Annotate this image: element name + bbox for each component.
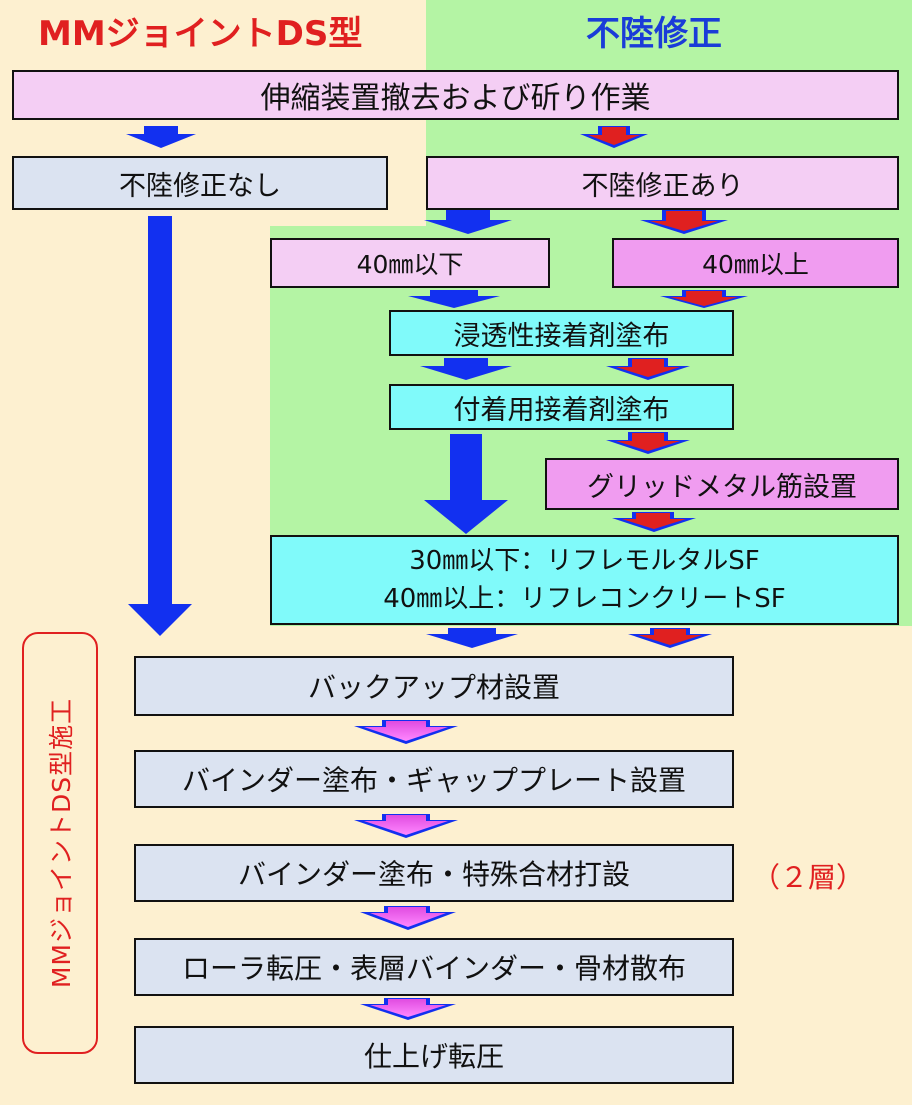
arrow-blue-4 [420, 358, 512, 380]
binder-gap-plate-step: バインダー塗布・ギャッププレート設置 [134, 750, 734, 808]
finish-label: 仕上げ転圧 [363, 1040, 504, 1073]
over-40mm-label: 40㎜以上 [702, 250, 809, 279]
grid-metal-label: グリッドメタル筋設置 [587, 471, 857, 503]
arrow-red-3-fill [670, 291, 738, 306]
arrow-red-6-fill [622, 513, 686, 529]
mortar-line-1: 30㎜以下：リフレモルタルSF [409, 546, 760, 576]
binder-special-label: バインダー塗布・特殊合材打設 [237, 858, 630, 891]
arrow-red-2-fill [650, 211, 718, 231]
backup-step: バックアップ材設置 [134, 656, 734, 716]
penetrating-adhesive-label: 浸透性接着剤塗布 [453, 320, 670, 352]
mortar-step: 30㎜以下：リフレモルタルSF 40㎜以上：リフレコンクリートSF [270, 535, 899, 625]
arrow-blue-3 [408, 290, 500, 308]
finish-step: 仕上げ転圧 [134, 1026, 734, 1084]
backup-label: バックアップ材設置 [307, 671, 560, 704]
under-40mm-step: 40㎜以下 [270, 238, 550, 288]
layers-note: （２層） [752, 861, 865, 894]
arrow-magenta-2-fill [364, 815, 448, 835]
arrow-red-1-fill [588, 127, 640, 145]
arrow-blue-2 [424, 210, 512, 234]
arrow-blue-5 [426, 628, 518, 648]
under-40mm-label: 40㎜以下 [356, 250, 464, 279]
removal-step: 伸縮装置撤去および斫り作業 [12, 70, 899, 120]
no-leveling-step: 不陸修正なし [12, 156, 388, 210]
arrow-blue-long-middle [424, 434, 508, 534]
over-40mm-step: 40㎜以上 [612, 238, 899, 288]
mortar-line-2: 40㎜以上：リフレコンクリートSF [383, 584, 786, 614]
arrow-blue-long-left [128, 216, 192, 636]
arrow-blue-1 [126, 126, 196, 148]
arrow-magenta-4-fill [370, 999, 446, 1017]
side-label-frame [22, 632, 98, 1054]
binder-gap-plate-label: バインダー塗布・ギャッププレート設置 [181, 764, 686, 797]
grid-metal-step: グリッドメタル筋設置 [545, 458, 899, 510]
binder-special-step: バインダー塗布・特殊合材打設 [134, 844, 734, 902]
arrow-magenta-3-fill [370, 907, 446, 927]
arrow-red-7-fill [638, 629, 702, 645]
no-leveling-label: 不陸修正なし [119, 170, 281, 202]
adhesion-adhesive-label: 付着用接着剤塗布 [453, 394, 670, 426]
arrow-magenta-1-fill [364, 721, 448, 741]
roller-step: ローラ転圧・表層バインダー・骨材散布 [134, 938, 734, 996]
leveling-step: 不陸修正あり [426, 156, 899, 210]
penetrating-adhesive-step: 浸透性接着剤塗布 [389, 310, 734, 356]
arrow-red-5-fill [616, 433, 680, 451]
right-column-title: 不陸修正 [586, 14, 722, 54]
removal-step-label: 伸縮装置撤去および斫り作業 [260, 81, 651, 116]
adhesion-adhesive-step: 付着用接着剤塗布 [389, 384, 734, 430]
leveling-label: 不陸修正あり [581, 170, 744, 202]
left-column-title: MMジョイントDS型 [38, 14, 363, 54]
arrow-red-4-fill [616, 359, 680, 377]
roller-label: ローラ転圧・表層バインダー・骨材散布 [181, 952, 686, 985]
